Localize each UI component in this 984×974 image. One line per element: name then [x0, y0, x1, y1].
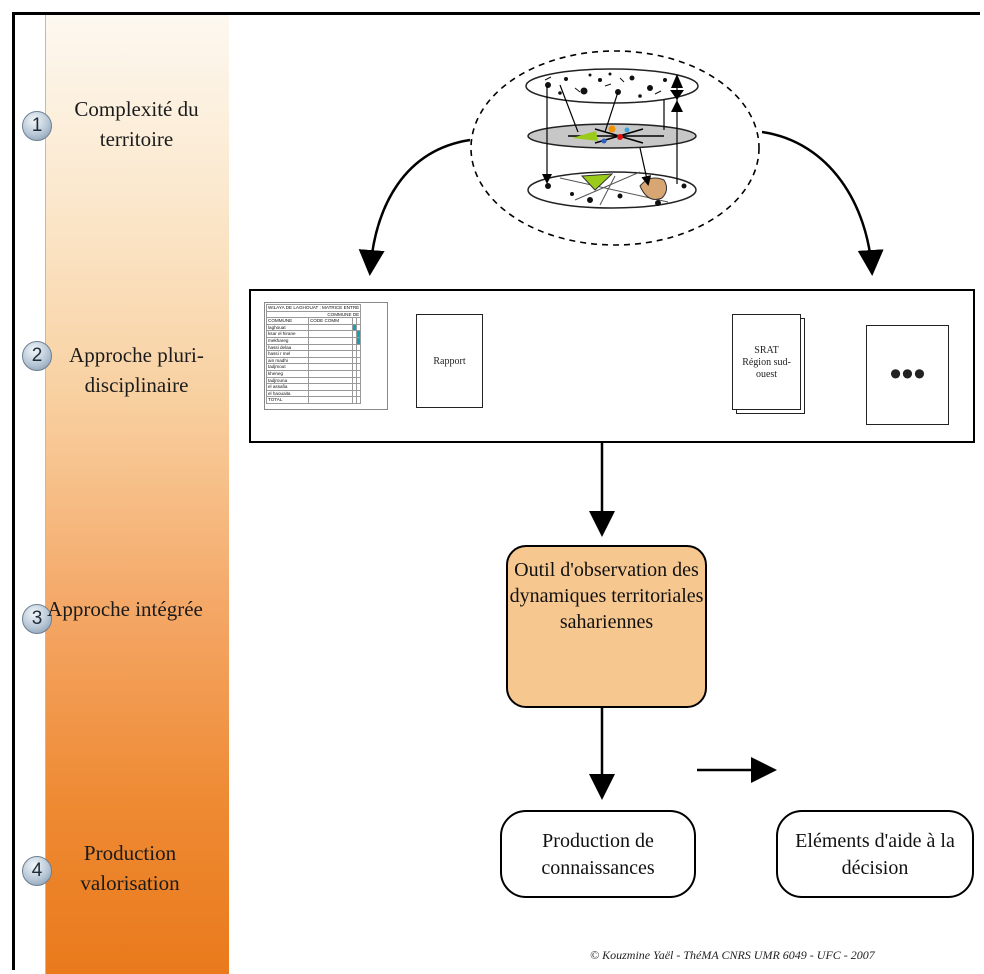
- spreadsheet-row: el assafia: [266, 383, 309, 391]
- credit-line: © Kouzmine Yaël - ThéMA CNRS UMR 6049 - …: [590, 948, 875, 962]
- spreadsheet-title: WILAYA DE LAGHOUAT : MATRICE ENTRE: [265, 304, 362, 312]
- more-sources-document: •••: [866, 325, 949, 425]
- spreadsheet-row: tadjrouna: [266, 376, 309, 385]
- diagram-frame: [12, 12, 980, 970]
- spreadsheet-header: CODE COMM: [307, 317, 353, 325]
- spreadsheet-row: hassi delaa: [266, 343, 309, 352]
- stage-1-label: Complexité du territoire: [74, 97, 199, 151]
- stage-3-number: 3: [22, 604, 52, 634]
- observation-tool-label: Outil d'observation des dynamiques terri…: [509, 559, 704, 633]
- stage-band: [45, 15, 229, 974]
- report-document: Rapport: [416, 314, 483, 408]
- knowledge-production-label: Production de connaissances: [541, 830, 655, 879]
- stage-3-label: Approche intégrée: [47, 597, 203, 621]
- spreadsheet-row: tadjmout: [266, 363, 309, 371]
- spreadsheet-row: laghouat: [266, 323, 309, 332]
- spreadsheet-row: el haouaita: [266, 389, 309, 398]
- spreadsheet-row: kheneg: [266, 369, 309, 378]
- srat-label: SRAT Région sud-ouest: [742, 345, 791, 380]
- right-curved-arrow: [761, 130, 884, 276]
- spreadsheet-row: hassi r mel: [266, 350, 309, 358]
- stage-2-number: 2: [22, 341, 52, 371]
- decision-support-label: Eléments d'aide à la décision: [795, 830, 955, 879]
- stage-1-number: 1: [22, 111, 52, 141]
- decision-support-node: Eléments d'aide à la décision: [776, 810, 974, 898]
- spreadsheet-row: ksar el hirane: [266, 330, 309, 338]
- spreadsheet-row: TOTAL: [266, 396, 309, 404]
- knowledge-production-node: Production de connaissances: [500, 810, 696, 898]
- stage-2-label: Approche pluri-disciplinaire: [69, 343, 204, 397]
- spreadsheet-table: WILAYA DE LAGHOUAT : MATRICE ENTRE COMMU…: [265, 304, 362, 404]
- spreadsheet-row: mekhareg: [266, 336, 309, 345]
- more-sources-label: •••: [889, 355, 926, 393]
- observation-tool-box: Outil d'observation des dynamiques terri…: [506, 545, 707, 708]
- spreadsheet-header: COMMUNE: [266, 317, 309, 325]
- srat-document: SRAT Région sud-ouest: [732, 314, 801, 410]
- stage-4-number: 4: [22, 856, 52, 886]
- spreadsheet-row: ain madhi: [266, 356, 309, 365]
- left-curved-arrow: [358, 138, 471, 276]
- territory-layers-illustration: [470, 50, 760, 246]
- report-label: Rapport: [433, 356, 466, 367]
- stage-4-label: Production valorisation: [80, 841, 180, 895]
- spreadsheet-thumbnail: WILAYA DE LAGHOUAT : MATRICE ENTRE COMMU…: [264, 302, 388, 410]
- spreadsheet-subtitle: COMMUNE DE: [265, 310, 362, 319]
